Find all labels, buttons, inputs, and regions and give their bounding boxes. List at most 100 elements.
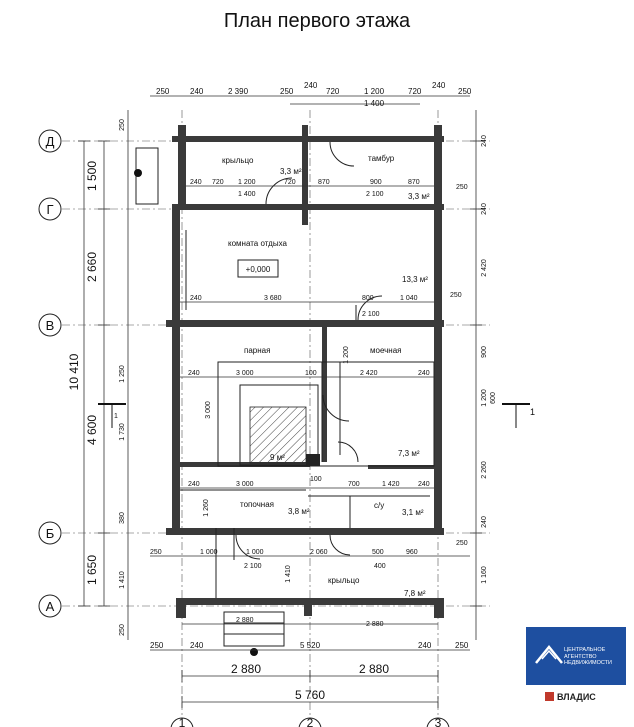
dim-text: 870	[318, 179, 330, 186]
dim-text: 1 200	[238, 179, 256, 186]
dim-text: 240	[418, 370, 430, 377]
dim-text: 240	[188, 370, 200, 377]
dim-text: 3 000	[236, 481, 254, 488]
level-mark: +0,000	[237, 259, 279, 278]
dim-text: 5 520	[300, 641, 321, 650]
axis-bubbles-numbers: 1 2 3	[170, 716, 450, 727]
logo-text: ЦЕНТРАЛЬНОЕ АГЕНТСТВО НЕДВИЖИМОСТИ	[564, 647, 612, 666]
dim-text: 2 420	[481, 259, 488, 277]
dim-text: 900	[370, 179, 382, 186]
dim-text: 2 390	[228, 87, 249, 96]
room-area: 3,3 м²	[280, 167, 302, 176]
dim-text: 380	[119, 512, 126, 524]
dim-text: 240	[418, 641, 432, 650]
left-dimensions: 1 500 2 660 4 600 1 650 10 410 250 1 410…	[67, 110, 129, 640]
section-label: 1	[530, 407, 535, 417]
dim-text: 250	[455, 641, 469, 650]
dim-text: 240	[190, 641, 204, 650]
dim-text: 1 000	[200, 549, 218, 556]
axis-label: 2	[307, 716, 314, 727]
dim-text: 900	[481, 346, 488, 358]
bottom-dimensions: 250 240 5 520 240 250 2 880 2 880 5 760	[150, 641, 470, 708]
house-icon	[535, 645, 563, 664]
dim-text: 250	[150, 549, 162, 556]
room-labels: крыльцо 3,3 м² тамбур 3,3 м² комната отд…	[222, 154, 430, 598]
dim-text: 3 000	[236, 370, 254, 377]
axis-label: А	[46, 599, 55, 614]
axis-label: 3	[435, 716, 442, 727]
dim-text: 2 100	[366, 191, 384, 198]
dim-text: 1 000	[246, 549, 264, 556]
section-label: 1	[114, 413, 118, 420]
dim-text: 3 680	[264, 295, 282, 302]
dim-text: 1 400	[364, 99, 385, 108]
dim-text: 720	[212, 179, 224, 186]
dim-text: 100	[305, 370, 317, 377]
dim-text: 250	[156, 87, 170, 96]
axis-bubbles-letters: Д Г В Б А	[38, 129, 62, 618]
dim-text: 1 500	[85, 161, 99, 191]
dim-text: 250	[280, 87, 294, 96]
dim-text: 720	[326, 87, 340, 96]
level-text: +0,000	[246, 265, 271, 274]
dim-text: 1 200	[481, 389, 488, 407]
dim-total: 5 760	[295, 688, 325, 702]
agency-logo: ЦЕНТРАЛЬНОЕ АГЕНТСТВО НЕДВИЖИМОСТИ	[526, 627, 626, 685]
room-name: топочная	[240, 500, 274, 509]
dim-text: 250	[119, 624, 126, 636]
dim-text: 500	[372, 549, 384, 556]
section-marks: 1 1	[98, 403, 535, 428]
axis-label: Б	[46, 526, 55, 541]
dim-text: 240	[481, 516, 488, 528]
dim-text: 1 040	[400, 295, 418, 302]
right-dimensions: 240 240 2 420 900 1 200 600 2 260 240 1 …	[470, 110, 497, 640]
dim-text: 720	[284, 179, 296, 186]
room-area: 3,3 м²	[408, 192, 430, 201]
axis-label: Г	[46, 202, 53, 217]
top-dimensions: 250 240 2 390 250 240 720 1 200 720 250 …	[150, 81, 472, 108]
room-name: крыльцо	[222, 156, 254, 165]
room-name: тамбур	[368, 154, 395, 163]
doors	[235, 141, 383, 560]
dim-text: 870	[408, 179, 420, 186]
dim-text: 2 100	[362, 311, 380, 318]
dim-total: 10 410	[67, 353, 81, 390]
room-area: 3,8 м²	[288, 507, 310, 516]
dim-text: 250	[450, 292, 462, 299]
dim-text: 600	[490, 392, 497, 404]
dim-text: 2 260	[481, 461, 488, 479]
room-area: 3,1 м²	[402, 508, 424, 517]
dim-text: 1 730	[119, 423, 126, 441]
dim-text: 100	[310, 476, 322, 483]
dim-text: 2 880	[359, 662, 389, 676]
dim-text: 240	[190, 295, 202, 302]
dim-text: 700	[348, 481, 360, 488]
axis-label: 1	[179, 716, 186, 727]
page-title: План первого этажа	[223, 10, 411, 32]
dim-text: 240	[432, 81, 446, 90]
dim-text: 1 250	[119, 365, 126, 383]
room-name: комната отдыха	[228, 239, 287, 248]
room-name: с/у	[374, 501, 384, 510]
dim-text: 240	[190, 87, 204, 96]
dim-text: 1 410	[119, 571, 126, 589]
room-area: 13,3 м²	[402, 275, 428, 284]
dim-text: 240	[481, 203, 488, 215]
dim-text: 250	[119, 119, 126, 131]
dim-text: 1 400	[238, 191, 256, 198]
dim-text: 960	[406, 549, 418, 556]
interior-lines	[180, 230, 435, 598]
dim-text: 1 260	[203, 499, 210, 517]
brand-name: ВЛАДИС	[545, 692, 596, 702]
dim-text: 720	[408, 87, 422, 96]
dim-text: 2 880	[231, 662, 261, 676]
dim-text: 240	[481, 135, 488, 147]
dim-text: 2 060	[310, 549, 328, 556]
room-area: 9 м²	[270, 453, 285, 462]
dim-text: 1 650	[85, 555, 99, 585]
brand-icon	[545, 692, 554, 701]
porch-steps	[134, 147, 285, 656]
room-area: 7,8 м²	[404, 589, 426, 598]
dim-text: 1 420	[382, 481, 400, 488]
dim-text: 250	[456, 184, 468, 191]
